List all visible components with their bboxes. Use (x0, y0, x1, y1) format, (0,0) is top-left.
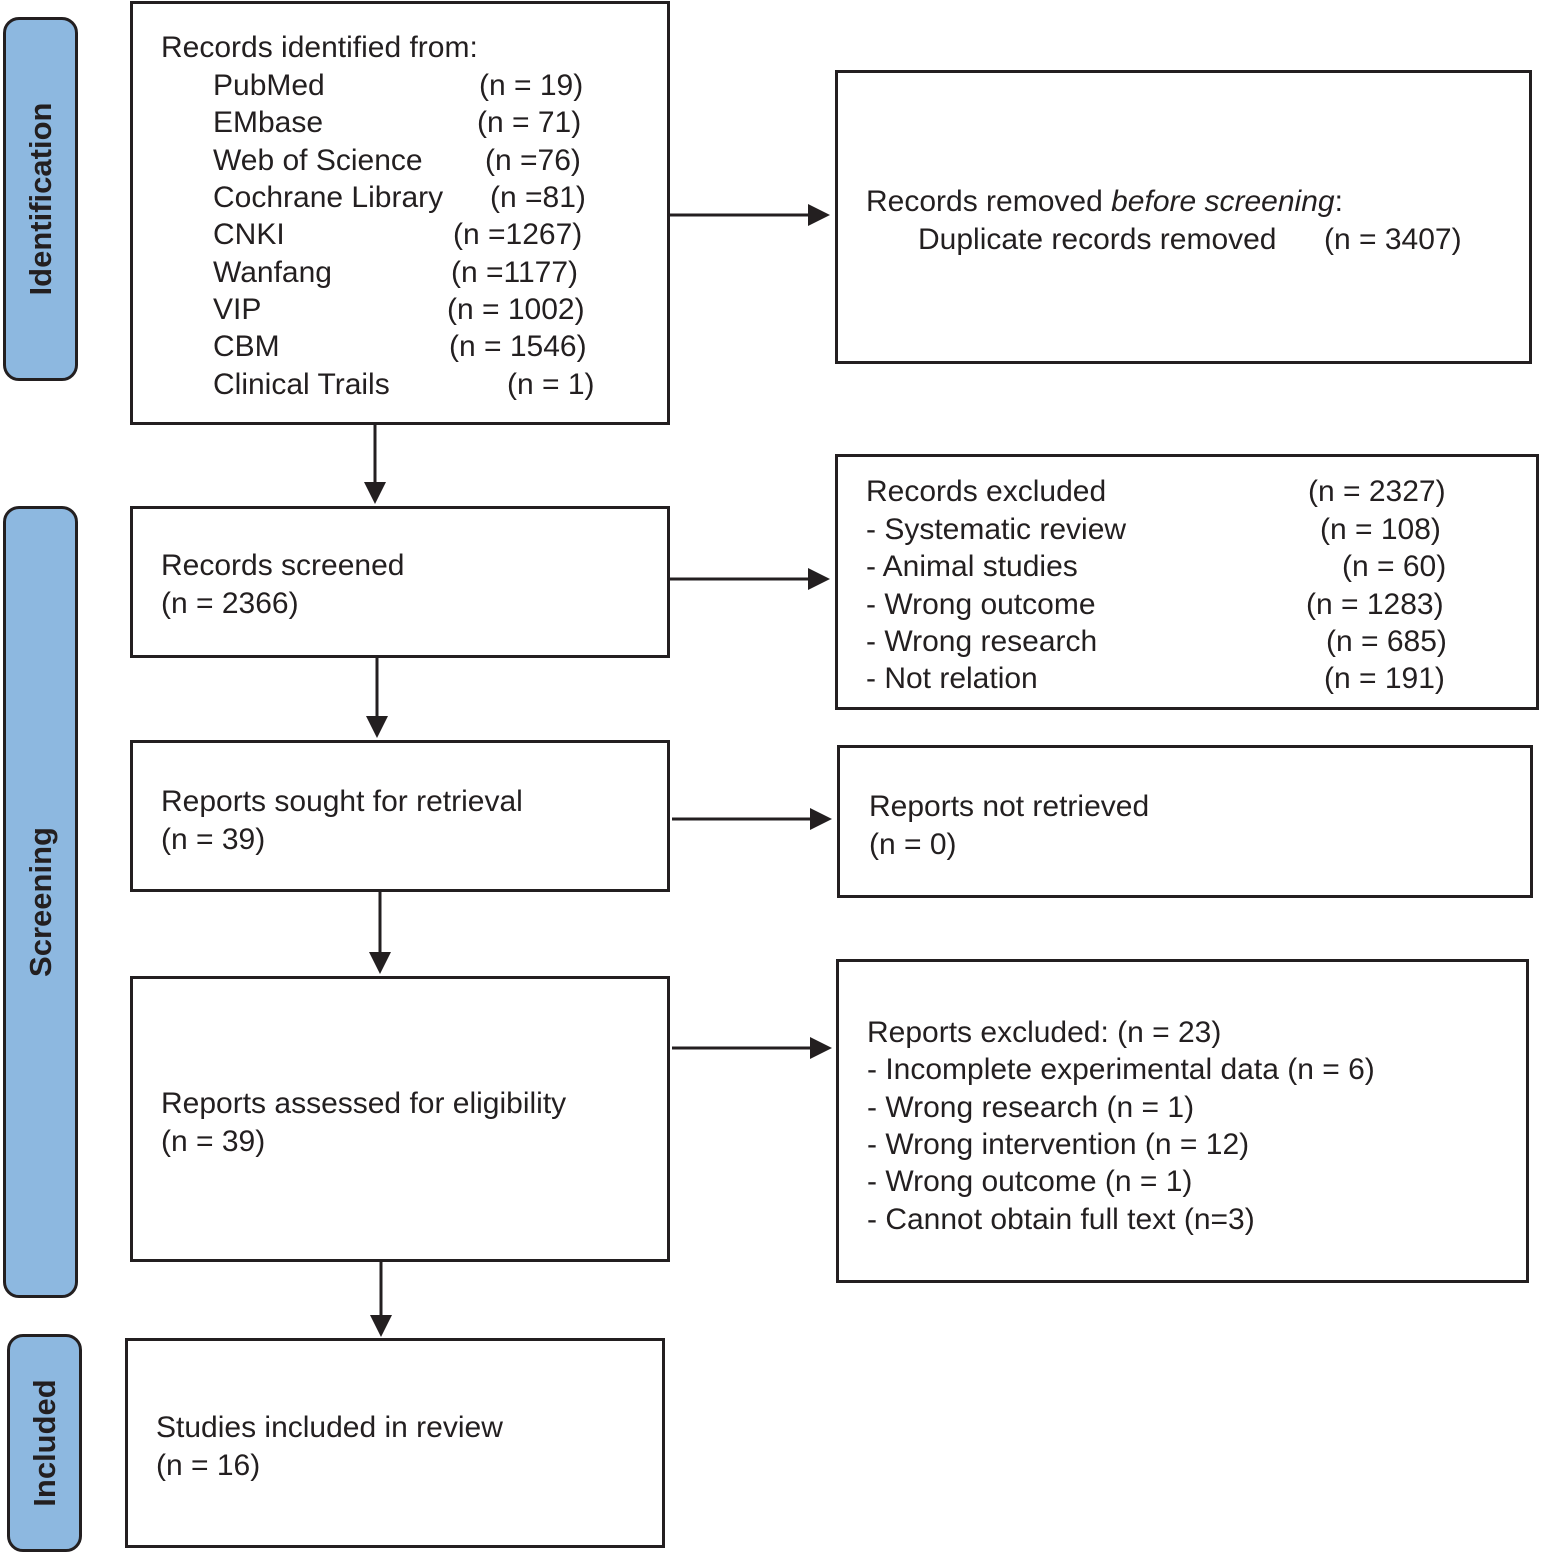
records-identified-box: Records identified from: PubMed (n = 19)… (130, 1, 670, 425)
source-count: (n =1267) (453, 218, 583, 251)
records-excluded-box: Records excluded (n = 2327) - Systematic… (835, 454, 1539, 710)
reports-excluded-line: - Wrong research (n = 1) (867, 1091, 1195, 1124)
reports-not-retrieved-label: Reports not retrieved (869, 790, 1150, 823)
reports-assessed-count: (n = 39) (161, 1125, 266, 1158)
records-removed-heading-italic: before screening (1111, 185, 1335, 218)
source-name: CNKI (213, 218, 285, 251)
reports-excluded-line: - Wrong outcome (n = 1) (867, 1165, 1193, 1198)
records-screened-count: (n = 2366) (161, 587, 299, 620)
arrowhead (369, 952, 391, 974)
excluded-count: (n = 60) (1342, 550, 1447, 583)
excluded-count: (n = 1283) (1306, 588, 1444, 621)
excluded-count: (n = 108) (1320, 513, 1441, 546)
source-name: CBM (213, 330, 280, 363)
arrowhead (808, 204, 830, 226)
duplicates-label: Duplicate records removed (918, 223, 1277, 256)
excluded-label: - Animal studies (866, 550, 1078, 583)
arrowhead (364, 482, 386, 504)
source-name: Web of Science (213, 144, 423, 177)
reports-excluded-line: Reports excluded: (n = 23) (867, 1016, 1222, 1049)
reports-not-retrieved-count: (n = 0) (869, 828, 957, 861)
records-removed-heading-suffix: : (1334, 185, 1343, 218)
phase-included: Included (7, 1334, 82, 1552)
reports-assessed-box: Reports assessed for eligibility (n = 39… (130, 976, 670, 1262)
studies-included-count: (n = 16) (156, 1449, 261, 1482)
records-removed-heading: Records removed before screening: (866, 183, 1343, 220)
reports-not-retrieved-box: Reports not retrieved (n = 0) (837, 745, 1533, 898)
source-name: Wanfang (213, 256, 332, 289)
arrowhead (370, 1315, 392, 1337)
source-count: (n = 19) (479, 69, 584, 102)
reports-excluded-box: Reports excluded: (n = 23) - Incomplete … (836, 959, 1529, 1283)
source-count: (n = 1546) (449, 330, 587, 363)
arrowhead (810, 808, 832, 830)
records-identified-heading: Records identified from: (161, 31, 478, 64)
phase-identification: Identification (3, 17, 78, 381)
records-screened-label: Records screened (161, 549, 405, 582)
excluded-count: (n = 685) (1326, 625, 1447, 658)
excluded-label: - Systematic review (866, 513, 1127, 546)
records-removed-heading-prefix: Records removed (866, 185, 1112, 218)
reports-assessed-label: Reports assessed for eligibility (161, 1087, 567, 1120)
excluded-count: (n = 2327) (1308, 475, 1446, 508)
source-count: (n = 1) (507, 368, 595, 401)
source-count: (n = 71) (477, 106, 582, 139)
excluded-label: Records excluded (866, 475, 1107, 508)
records-removed-box: Records removed before screening: Duplic… (835, 70, 1532, 364)
excluded-label: - Wrong outcome (866, 588, 1096, 621)
reports-sought-count: (n = 39) (161, 823, 266, 856)
duplicates-count: (n = 3407) (1324, 223, 1462, 256)
reports-excluded-line: - Incomplete experimental data (n = 6) (867, 1053, 1375, 1086)
source-name: EMbase (213, 106, 324, 139)
source-count: (n =76) (485, 144, 581, 177)
source-count: (n =1177) (451, 256, 579, 289)
studies-included-label: Studies included in review (156, 1411, 503, 1444)
arrowhead (366, 716, 388, 738)
source-name: Clinical Trails (213, 368, 390, 401)
reports-sought-box: Reports sought for retrieval (n = 39) (130, 740, 670, 892)
source-name: VIP (213, 293, 262, 326)
excluded-label: - Wrong research (866, 625, 1098, 658)
records-screened-box: Records screened (n = 2366) (130, 506, 670, 658)
source-count: (n =81) (490, 181, 586, 214)
reports-excluded-line: - Wrong intervention (n = 12) (867, 1128, 1250, 1161)
excluded-label: - Not relation (866, 662, 1038, 695)
studies-included-box: Studies included in review (n = 16) (125, 1338, 665, 1548)
reports-sought-label: Reports sought for retrieval (161, 785, 523, 818)
source-name: PubMed (213, 69, 325, 102)
arrowhead (808, 568, 830, 590)
source-name: Cochrane Library (213, 181, 444, 214)
excluded-count: (n = 191) (1324, 662, 1445, 695)
reports-excluded-line: - Cannot obtain full text (n=3) (867, 1203, 1255, 1236)
source-count: (n = 1002) (447, 293, 585, 326)
arrowhead (810, 1037, 832, 1059)
phase-screening: Screening (3, 506, 78, 1298)
